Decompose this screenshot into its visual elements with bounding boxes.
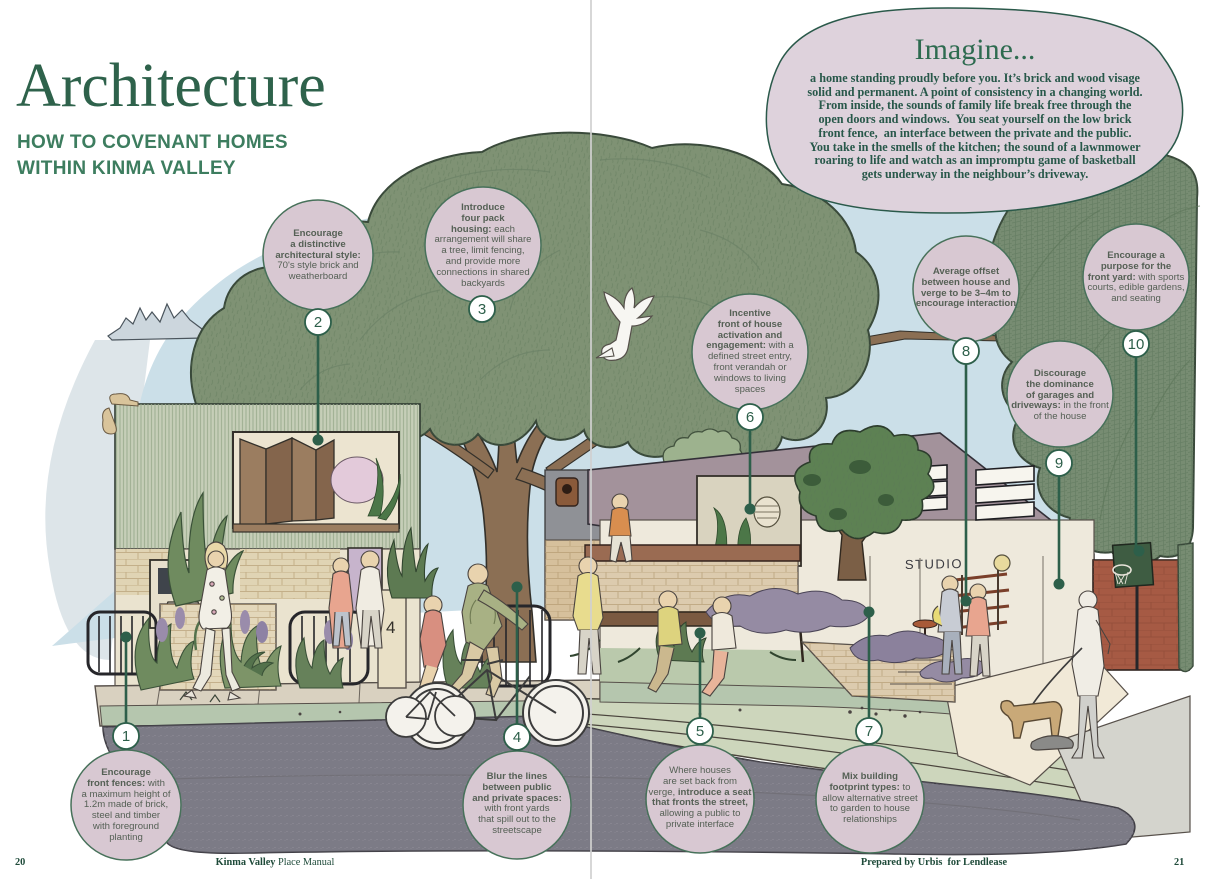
svg-text:STUDIO: STUDIO [905,556,963,572]
svg-text:4: 4 [386,618,395,637]
